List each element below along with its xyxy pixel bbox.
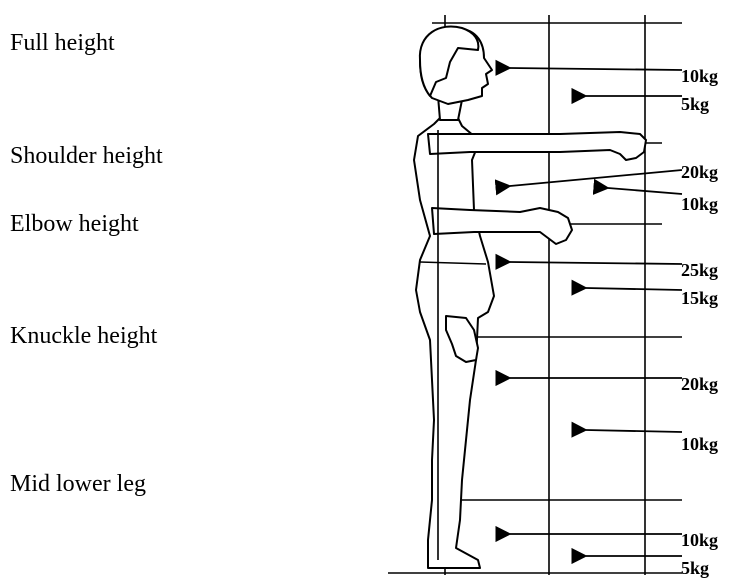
weight-label-far-full: 5kg [681,94,709,114]
weight-label-close-lowerleg: 10kg [681,530,718,550]
arrow-close-shoulder [510,170,682,186]
weight-label-close-full: 10kg [681,66,718,86]
weight-label-close-elbow: 25kg [681,260,718,280]
arrow-far-elbow [586,288,682,290]
weight-label-far-elbow: 15kg [681,288,718,308]
weight-label-far-knuckle: 10kg [681,434,718,454]
weight-label-far-lowerleg: 5kg [681,558,709,578]
arrow-close-elbow [510,262,682,264]
arrow-far-knuckle [586,430,682,432]
weight-label-far-shoulder: 10kg [681,194,718,214]
zone-label-elbow-height: Elbow height [10,211,139,237]
weight-label-close-knuckle: 20kg [681,374,718,394]
zone-label-full-height: Full height [10,30,115,56]
zone-label-shoulder-height: Shoulder height [10,143,163,169]
zone-label-knuckle-height: Knuckle height [10,323,158,349]
arrow-close-full [510,68,682,70]
human-figure [414,26,646,568]
zone-label-mid-lower-leg: Mid lower leg [10,471,146,497]
weight-label-close-shoulder: 20kg [681,162,718,182]
